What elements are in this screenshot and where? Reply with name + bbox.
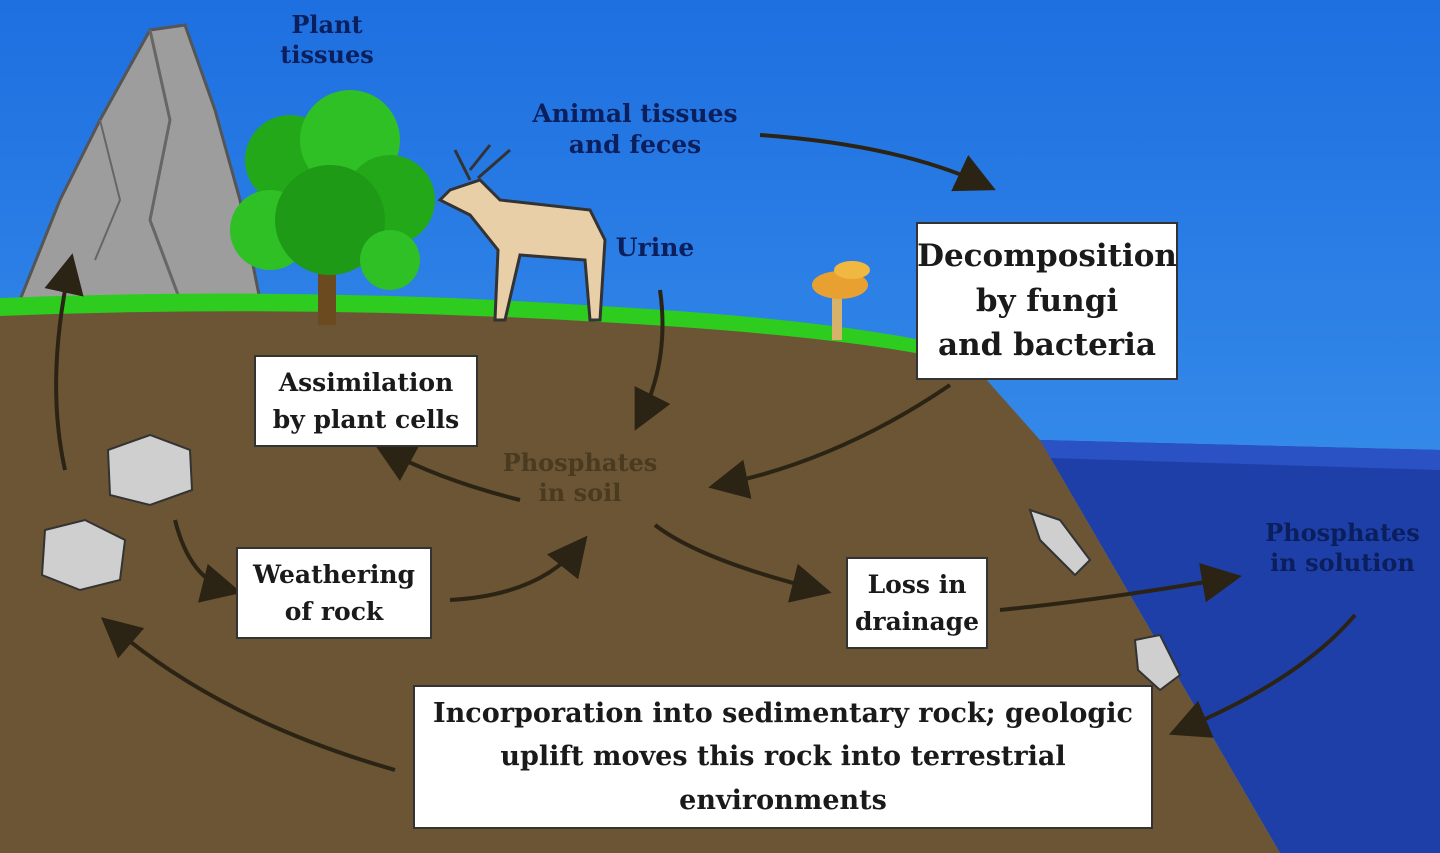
phosphates-in-soil-label: Phosphates in soil	[502, 448, 658, 507]
mountain	[17, 23, 262, 302]
plant-tissues-label: Plant tissues	[280, 10, 374, 69]
decomposition-box: Decomposition by fungi and bacteria	[916, 222, 1178, 380]
water	[1040, 440, 1440, 853]
animal-tissues-label: Animal tissues and feces	[532, 99, 738, 160]
phosphates-in-solution-label: Phosphates in solution	[1265, 518, 1420, 577]
weathering-box: Weathering of rock	[236, 547, 432, 639]
incorporation-box: Incorporation into sedimentary rock; geo…	[413, 685, 1153, 829]
loss-in-drainage-box: Loss in drainage	[846, 557, 988, 649]
cycle-arrows	[44, 133, 1357, 772]
tree-icon	[230, 90, 435, 325]
mushroom-icon	[812, 261, 870, 340]
urine-label: Urine	[615, 233, 695, 262]
assimilation-box: Assimilation by plant cells	[254, 355, 478, 447]
deer-icon	[437, 144, 607, 322]
rock-icon	[40, 433, 1182, 692]
grass	[0, 293, 965, 362]
